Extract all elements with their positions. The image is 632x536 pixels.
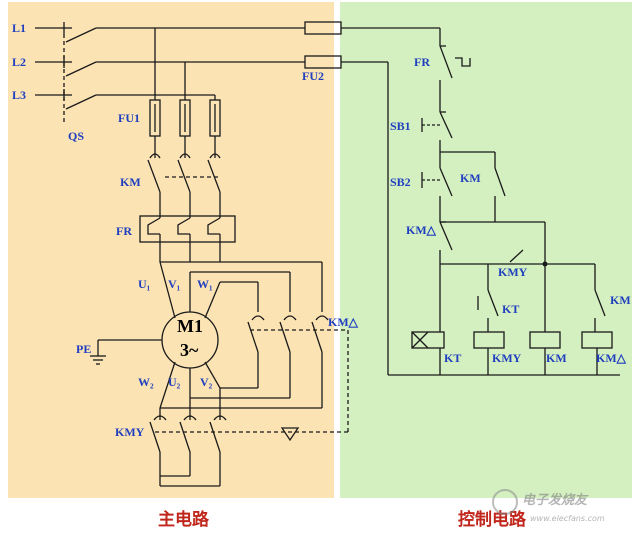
label-km-delta-contact: KM△ — [406, 223, 437, 237]
caption-main: 主电路 — [158, 509, 210, 530]
label-km-delta: KM△ — [328, 315, 359, 329]
watermark-text: 电子发烧友 — [522, 492, 589, 508]
label-sb2: SB2 — [390, 175, 411, 189]
label-pe: PE — [76, 342, 91, 356]
motor-phase: 3~ — [180, 340, 199, 360]
main-circuit-panel — [8, 2, 334, 498]
label-km-seal: KM — [460, 171, 481, 185]
label-u2: U₂ — [168, 375, 181, 389]
label-km: KM — [120, 175, 141, 189]
coil-label-km-delta: KM△ — [596, 351, 627, 365]
control-circuit-panel — [340, 2, 632, 498]
label-v1: V₁ — [168, 277, 181, 291]
caption-control: 控制电路 — [458, 509, 527, 530]
label-l1: L1 — [12, 21, 26, 35]
label-fr-contact: FR — [414, 55, 430, 69]
label-w2: W₂ — [138, 375, 154, 389]
label-kmy: KMY — [115, 425, 145, 439]
coil-label-kmy: KMY — [492, 351, 522, 365]
label-qs: QS — [68, 129, 84, 143]
label-sb1: SB1 — [390, 119, 411, 133]
label-fr: FR — [116, 224, 132, 238]
label-kt-contact: KT — [502, 302, 519, 316]
label-w1: W₁ — [197, 277, 213, 291]
label-fu1: FU1 — [118, 111, 140, 125]
label-u1: U₁ — [138, 277, 151, 291]
watermark-logo-icon — [492, 489, 518, 515]
label-v2: V₂ — [200, 375, 213, 389]
coil-label-kt: KT — [444, 351, 461, 365]
label-l3: L3 — [12, 88, 26, 102]
label-km-right: KM — [610, 293, 631, 307]
motor-name: M1 — [177, 316, 203, 336]
coil-label-km: KM — [546, 351, 567, 365]
watermark: 电子发烧友 www.elecfans.com — [492, 489, 605, 523]
label-l2: L2 — [12, 55, 26, 69]
junction-dot — [542, 261, 548, 267]
watermark-url: www.elecfans.com — [530, 514, 605, 523]
wiring — [35, 21, 620, 487]
label-fu2: FU2 — [302, 69, 324, 83]
label-kmy-contact: KMY — [498, 265, 528, 279]
